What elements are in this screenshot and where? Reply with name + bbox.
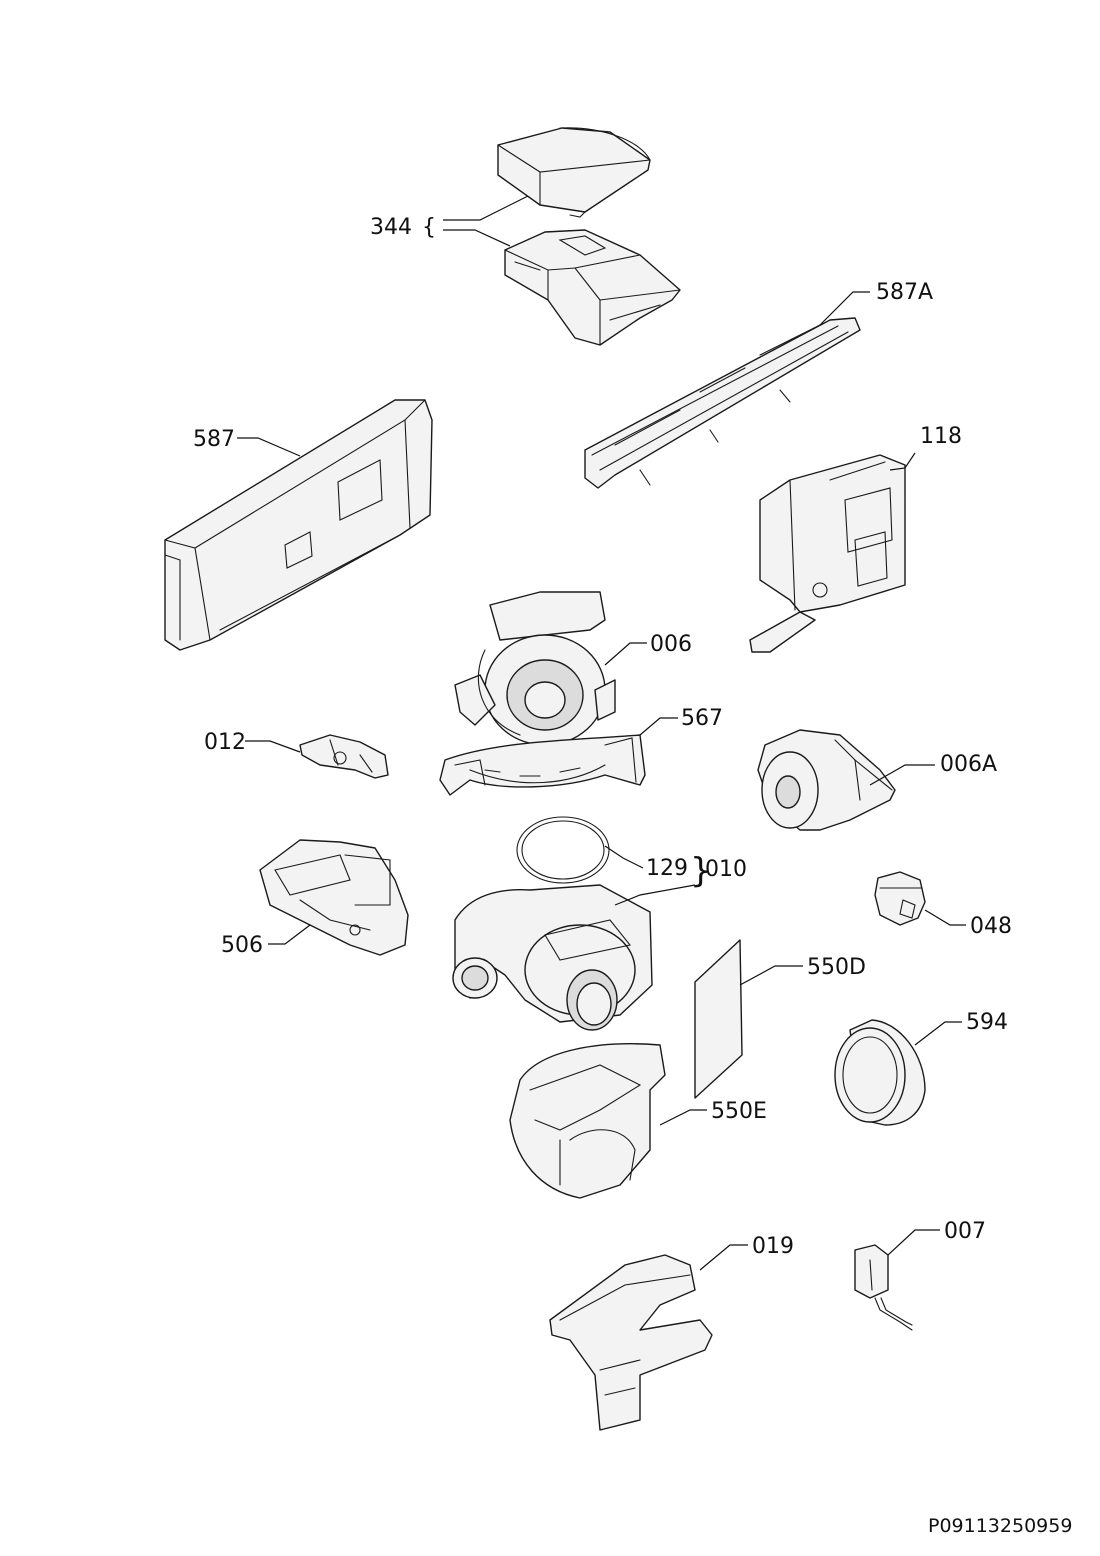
part-587-drawing: [164, 399, 433, 651]
label-506: 506: [221, 933, 263, 958]
part-344-module-drawing: [504, 229, 681, 346]
part-048-drawing: [874, 871, 926, 926]
label-567: 567: [681, 706, 723, 731]
label-007: 007: [944, 1219, 986, 1244]
part-506-drawing: [259, 839, 409, 956]
leader-lines: [237, 195, 966, 1271]
part-129-drawing: [516, 816, 610, 884]
label-012: 012: [204, 730, 246, 755]
part-550E-drawing: [509, 1043, 666, 1199]
brace-344: {: [422, 215, 436, 240]
part-587A-drawing: [584, 317, 861, 489]
label-010: 010: [705, 857, 747, 882]
label-129: 129: [646, 856, 688, 881]
label-550E: 550E: [711, 1099, 767, 1124]
part-labels: 344 { 587A 587 118 006 567 012 006A 129 …: [193, 215, 1012, 1259]
label-048: 048: [970, 914, 1012, 939]
part-118-drawing: [749, 454, 906, 653]
part-567-drawing: [439, 734, 646, 796]
label-587A: 587A: [876, 280, 933, 305]
part-594-drawing: [834, 1019, 926, 1126]
part-012-drawing: [299, 734, 389, 779]
part-006-drawing: [454, 591, 616, 746]
label-006A: 006A: [940, 752, 997, 777]
label-118: 118: [920, 424, 962, 449]
part-007-drawing: [854, 1244, 913, 1331]
part-550D-drawing: [694, 939, 743, 1099]
label-594: 594: [966, 1010, 1008, 1035]
part-006A-drawing: [757, 729, 896, 831]
label-006: 006: [650, 632, 692, 657]
document-code: P09113250959: [928, 1515, 1072, 1537]
label-019: 019: [752, 1234, 794, 1259]
part-019-drawing: [549, 1254, 713, 1431]
label-587: 587: [193, 427, 235, 452]
part-344-cover-drawing: [497, 127, 651, 218]
label-344: 344: [370, 215, 412, 240]
label-550D: 550D: [807, 955, 866, 980]
part-010-drawing: [452, 884, 653, 1031]
brace-010: }: [690, 851, 712, 891]
